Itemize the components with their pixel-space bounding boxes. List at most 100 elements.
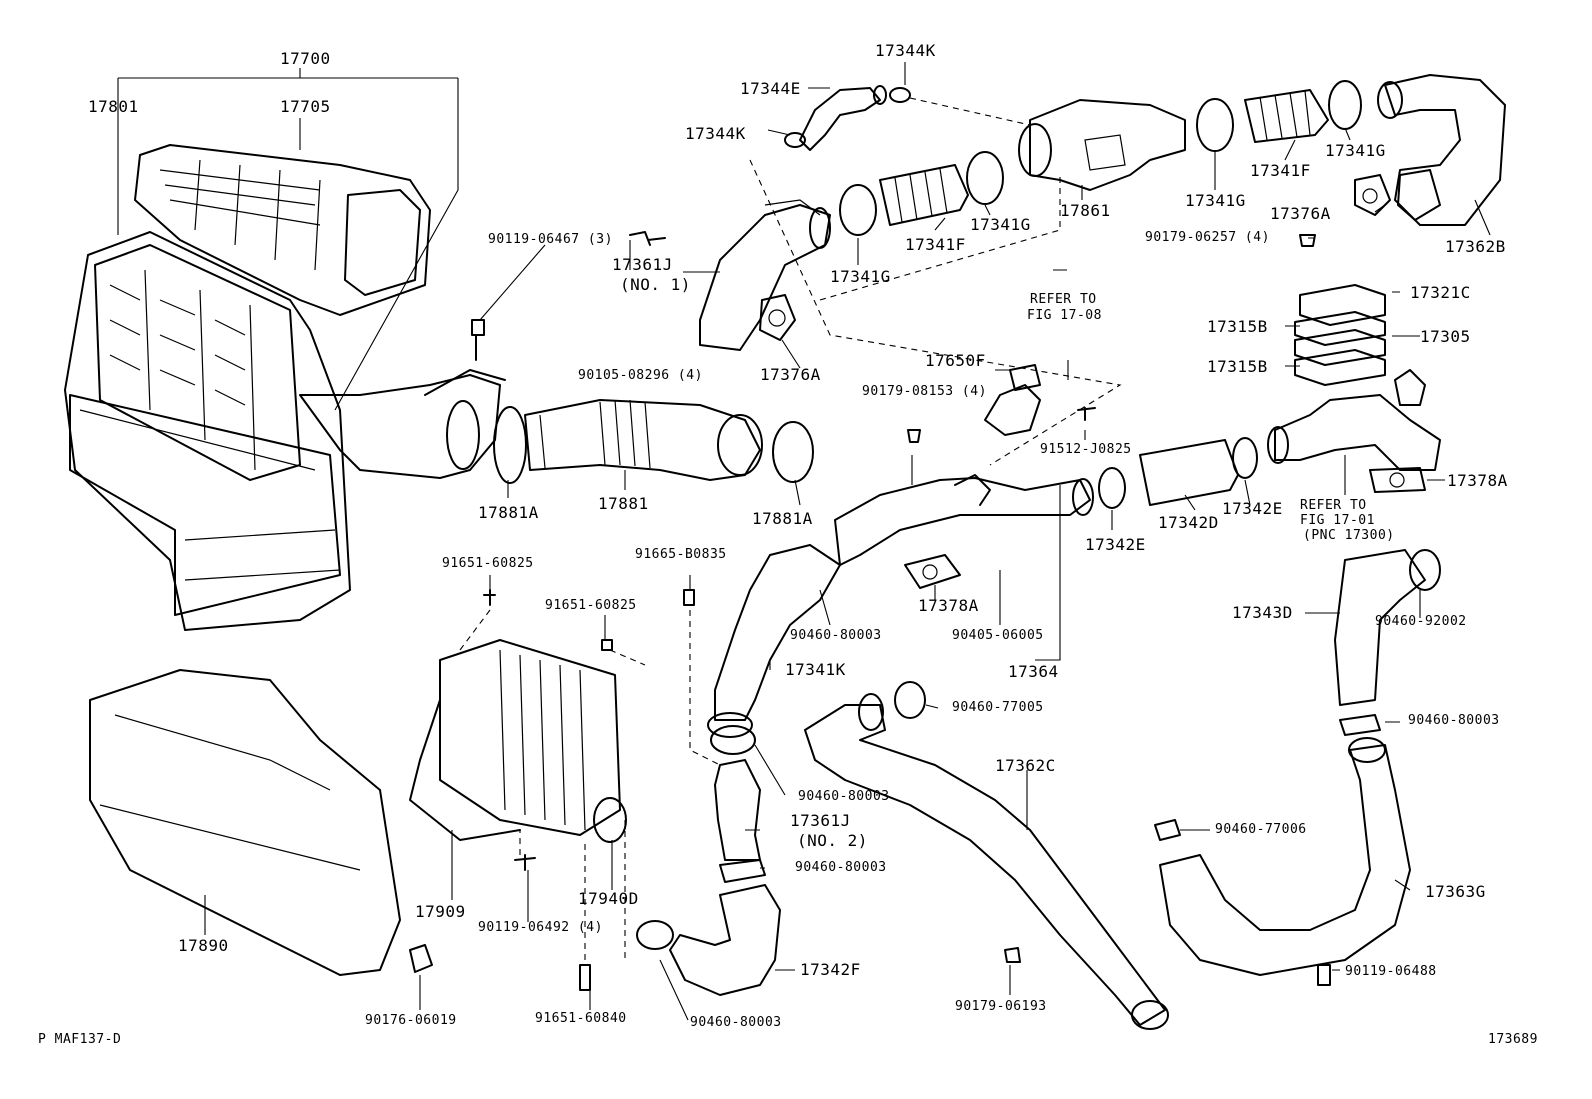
pipe-17361J-no1 xyxy=(699,199,831,351)
label-17342E-left: 17342E xyxy=(1085,535,1146,554)
label-91651-60825-b: 91651-60825 xyxy=(545,598,637,613)
label-17801: 17801 xyxy=(88,97,139,116)
clamp-17341G-4 xyxy=(1328,80,1362,130)
label-17341G-a: 17341G xyxy=(830,267,891,286)
pipe-17364 xyxy=(834,474,1094,566)
label-17362C: 17362C xyxy=(995,756,1056,775)
hose-17342D xyxy=(1139,439,1239,506)
outlet-17861 xyxy=(1018,99,1186,191)
air-cleaner-case xyxy=(64,231,351,631)
label-90176-06019: 90176-06019 xyxy=(365,1013,457,1028)
gaskets-17315B-17305 xyxy=(1294,311,1386,386)
label-90460-77006: 90460-77006 xyxy=(1215,822,1307,837)
label-17362B: 17362B xyxy=(1445,237,1506,256)
label-17881: 17881 xyxy=(598,494,649,513)
label-17361J: 17361J xyxy=(612,255,673,274)
label-91651-60825-a: 91651-60825 xyxy=(442,556,534,571)
pipe-17362C xyxy=(804,693,1169,1030)
label-17361J-no2: (NO. 2) xyxy=(797,831,868,850)
label-90460-92002: 90460-92002 xyxy=(1375,614,1467,629)
dashed-reference-lines xyxy=(459,97,1122,960)
label-17376A-left: 17376A xyxy=(760,365,821,384)
label-17700: 17700 xyxy=(280,49,331,68)
air-cleaner-cap xyxy=(134,144,431,316)
label-17341F-b: 17341F xyxy=(1250,161,1311,180)
label-17890: 17890 xyxy=(178,936,229,955)
label-17344K-top: 17344K xyxy=(875,41,936,60)
label-17705: 17705 xyxy=(280,97,331,116)
label-17344E: 17344E xyxy=(740,79,801,98)
cover-17321C xyxy=(1299,284,1386,326)
pipe-17361J-no2 xyxy=(714,759,761,861)
label-90460-77005: 90460-77005 xyxy=(952,700,1044,715)
hose-17341F-2 xyxy=(1244,89,1329,143)
label-pnc-17300: (PNC 17300) xyxy=(1303,528,1395,543)
label-17378A-right: 17378A xyxy=(1447,471,1508,490)
label-90460-80003-e: 90460-80003 xyxy=(690,1015,782,1030)
label-91665-B0835: 91665-B0835 xyxy=(635,547,727,562)
gasket-17376A-right xyxy=(1354,174,1391,216)
label-17881A-right: 17881A xyxy=(752,509,813,528)
label-91512-J0825: 91512-J0825 xyxy=(1040,442,1132,457)
label-17881A-left: 17881A xyxy=(478,503,539,522)
label-17343D: 17343D xyxy=(1232,603,1293,622)
leader-lines xyxy=(204,62,1491,1021)
label-90179-06193: 90179-06193 xyxy=(955,999,1047,1014)
label-17342D: 17342D xyxy=(1158,513,1219,532)
label-17315B-top: 17315B xyxy=(1207,317,1268,336)
label-17361J-no1: (NO. 1) xyxy=(620,275,691,294)
hose-17342F xyxy=(636,884,781,996)
label-90460-80003-a: 90460-80003 xyxy=(790,628,882,643)
pipe-17363G xyxy=(1159,737,1411,976)
label-refer-to-top: REFER TO xyxy=(1030,292,1097,307)
label-90119-06467: 90119-06467 (3) xyxy=(488,232,613,247)
clamps-17344K xyxy=(784,87,911,148)
clamp-17341G-1 xyxy=(839,184,877,236)
label-90460-80003-b: 90460-80003 xyxy=(1408,713,1500,728)
label-refer-to-bottom: REFER TO xyxy=(1300,498,1367,513)
intercooler-17940D xyxy=(409,639,627,843)
label-17361J-2: 17361J xyxy=(790,811,851,830)
label-90179-08153: 90179-08153 (4) xyxy=(862,384,987,399)
group-bracket-17700 xyxy=(117,68,459,411)
hose-17341K xyxy=(707,544,841,738)
label-fig-17-01: FIG 17-01 xyxy=(1300,513,1375,528)
label-90119-06492: 90119-06492 (4) xyxy=(478,920,603,935)
clamp-90460-80003-a xyxy=(710,725,756,755)
hose-17343D xyxy=(1334,549,1441,706)
label-17341K: 17341K xyxy=(785,660,846,679)
label-90179-06257: 90179-06257 (4) xyxy=(1145,230,1270,245)
label-17363G: 17363G xyxy=(1425,882,1486,901)
clamp-17341G-2 xyxy=(966,151,1004,205)
label-17341G-b: 17341G xyxy=(970,215,1031,234)
clamp-17881A-left xyxy=(493,406,527,484)
clamps-17342E xyxy=(1098,437,1258,509)
label-17342E-right: 17342E xyxy=(1222,499,1283,518)
label-17315B-bottom: 17315B xyxy=(1207,357,1268,376)
label-17305: 17305 xyxy=(1420,327,1471,346)
label-diagram-number: 173689 xyxy=(1488,1032,1538,1047)
label-90119-06488: 90119-06488 xyxy=(1345,964,1437,979)
label-17909: 17909 xyxy=(415,902,466,921)
pipe-17362B xyxy=(1377,74,1506,226)
label-17341G-c: 17341G xyxy=(1185,191,1246,210)
label-17940D: 17940D xyxy=(578,889,639,908)
clamp-90460-80003-b xyxy=(719,859,766,883)
hose-17341F-1 xyxy=(879,164,969,226)
gasket-17376A-left xyxy=(759,294,796,341)
duct-17890 xyxy=(89,669,401,976)
label-17378A-center: 17378A xyxy=(918,596,979,615)
label-17650F: 17650F xyxy=(925,351,986,370)
label-17321C: 17321C xyxy=(1410,283,1471,302)
valve-17650F xyxy=(984,364,1041,436)
clamp-17881A-right xyxy=(772,421,814,483)
label-90405-06005: 90405-06005 xyxy=(952,628,1044,643)
label-17341G-d: 17341G xyxy=(1325,141,1386,160)
label-90460-80003-d: 90460-80003 xyxy=(795,860,887,875)
label-17376A-right: 17376A xyxy=(1270,204,1331,223)
clamp-90460-77005 xyxy=(894,681,926,719)
label-17344K-left: 17344K xyxy=(685,124,746,143)
hose-17344E xyxy=(799,85,887,151)
intake-17300 xyxy=(1267,369,1441,471)
